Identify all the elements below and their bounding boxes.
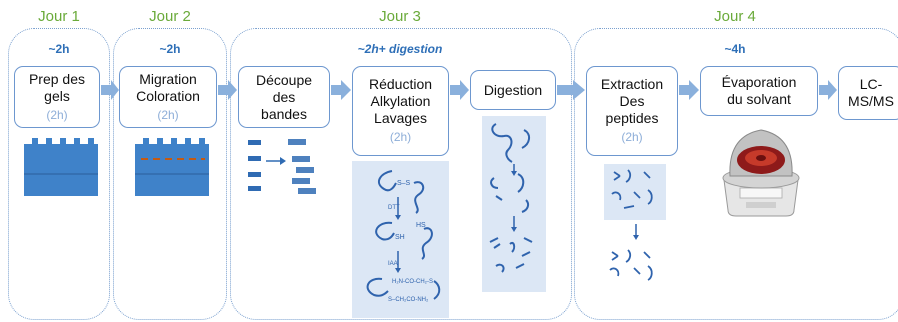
day-1-label: Jour 1	[38, 8, 80, 25]
step-lcms-line-2: MS/MS	[848, 93, 894, 109]
step-decoupe-bandes: Découpe des bandes	[238, 66, 330, 128]
step-evaporation-line-2: du solvant	[727, 91, 791, 107]
step-reduction-alkylation: Réduction Alkylation Lavages (2h)	[352, 66, 449, 156]
step-extraction-line-3: peptides	[605, 110, 659, 126]
day-2-duration: ~2h	[159, 42, 181, 56]
day-4-duration: ~4h	[724, 42, 746, 56]
thiol-left-label: SH	[395, 234, 405, 241]
reagent-dtt-label: DTT	[388, 205, 400, 211]
peptide-fragment-icon	[489, 123, 533, 273]
day-2-label: Jour 2	[149, 8, 191, 25]
disulfide-bond-label: S–S	[397, 180, 411, 187]
step-migration-line-1: Migration	[139, 70, 197, 87]
step-evaporation-solvant: Évaporation du solvant	[700, 66, 818, 116]
step-reduction-line-1: Réduction	[368, 76, 433, 92]
step-digestion-line-1: Digestion	[483, 81, 543, 98]
step-decoupe-line-2: des	[272, 88, 296, 105]
step-prep-line-1: Prep des	[28, 70, 86, 87]
step-reduction-line-3: Lavages	[374, 110, 427, 126]
alkylated-top-label: H₂N-CO-CH₂-S	[392, 279, 433, 285]
protein-chain-icon: S–S DTT SH HS IAA H₂N-CO-CH₂-S S–CH₂CO-N…	[366, 170, 441, 303]
gel-icon	[24, 138, 98, 196]
step-extraction-time: (2h)	[621, 130, 643, 144]
step-extraction-peptides: Extraction Des peptides (2h)	[586, 66, 678, 156]
day-4-label: Jour 4	[714, 8, 756, 25]
stained-gel-icon	[135, 138, 209, 196]
flow-arrow-icon	[450, 80, 469, 100]
reagent-iaa-label: IAA	[388, 261, 398, 267]
step-reduction-time: (2h)	[389, 130, 412, 144]
step-migration-line-2: Coloration	[136, 87, 200, 104]
step-decoupe-line-3: bandes	[261, 105, 307, 122]
day-4-group	[574, 28, 898, 320]
day-3-group	[230, 28, 572, 320]
flow-arrow-icon	[101, 80, 119, 100]
day-2-group	[113, 28, 227, 320]
step-lc-msms: LC- MS/MS	[838, 66, 898, 120]
step-prep-time: (2h)	[46, 107, 68, 122]
step-migration-time: (2h)	[157, 107, 179, 122]
alkylated-bottom-label: S–CH₂CO-NH₂	[388, 297, 429, 303]
band-cutting-icon	[248, 139, 316, 194]
day-1-group	[8, 28, 110, 320]
day-3-duration: ~2h+ digestion	[357, 42, 443, 56]
day-3-label: Jour 3	[379, 8, 421, 25]
flow-arrow-icon	[679, 80, 699, 100]
day-1-duration: ~2h	[48, 42, 70, 56]
step-evaporation-line-1: Évaporation	[721, 74, 797, 90]
extracted-peptides-icon	[609, 169, 653, 281]
step-prep-line-2: gels	[44, 87, 70, 104]
centrifuge-evaporator-icon	[722, 129, 800, 217]
step-extraction-line-2: Des	[619, 93, 645, 109]
flow-arrow-icon	[331, 80, 351, 100]
flow-arrow-icon	[218, 80, 237, 100]
step-extraction-line-1: Extraction	[600, 76, 664, 92]
step-migration-coloration: Migration Coloration (2h)	[119, 66, 217, 128]
step-prep-gels: Prep des gels (2h)	[14, 66, 100, 128]
flow-arrow-icon	[819, 80, 837, 100]
step-reduction-line-2: Alkylation	[370, 93, 431, 109]
reduction-chemistry-panel	[352, 161, 449, 318]
digestion-panel	[482, 116, 546, 292]
step-lcms-line-1: LC-	[859, 76, 883, 92]
step-decoupe-line-1: Découpe	[255, 71, 313, 88]
thiol-right-label: HS	[416, 222, 426, 229]
step-digestion: Digestion	[470, 70, 556, 110]
flow-arrow-icon	[557, 80, 585, 100]
